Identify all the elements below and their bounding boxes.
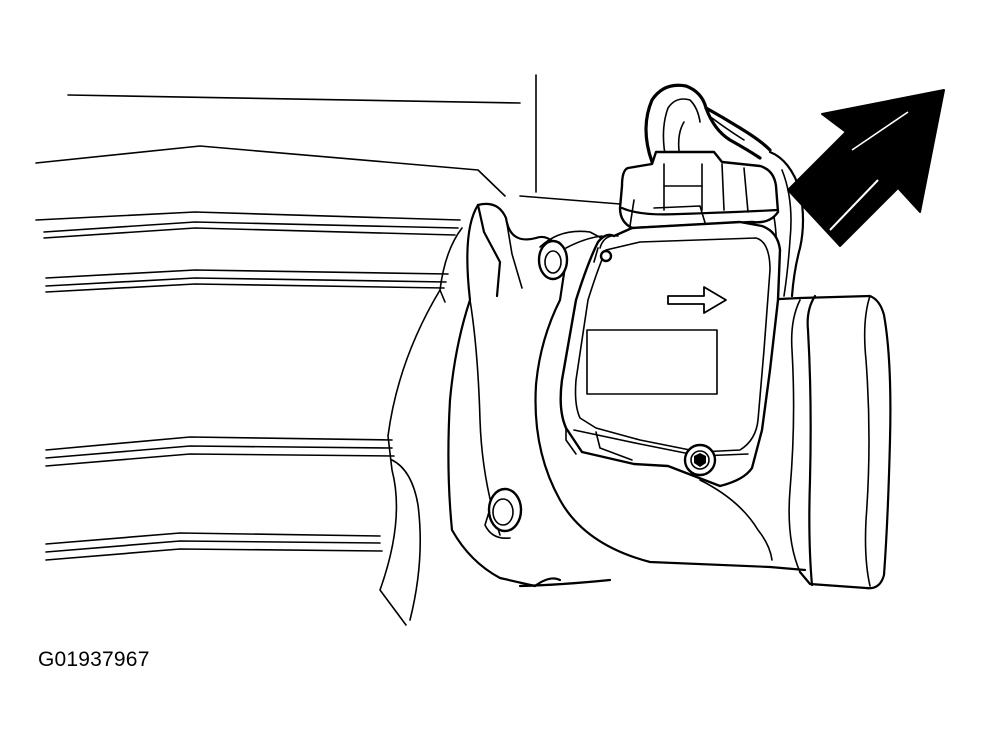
upper-mounting-bolt bbox=[537, 230, 606, 281]
lower-mounting-bolt bbox=[484, 487, 523, 540]
air-cleaner-housing bbox=[35, 74, 621, 626]
sensor-connector bbox=[618, 150, 780, 230]
sensor-label-plate bbox=[586, 329, 718, 395]
sensor-body-casting bbox=[447, 202, 807, 588]
maf-sensor-module bbox=[559, 220, 782, 488]
pointer-arrow-icon bbox=[787, 89, 945, 247]
wiring-harness bbox=[644, 83, 805, 298]
outlet-tube bbox=[758, 294, 892, 590]
flow-direction-arrow-icon bbox=[667, 286, 727, 314]
figure-code: G01937967 bbox=[38, 648, 150, 671]
module-screw bbox=[683, 443, 717, 477]
